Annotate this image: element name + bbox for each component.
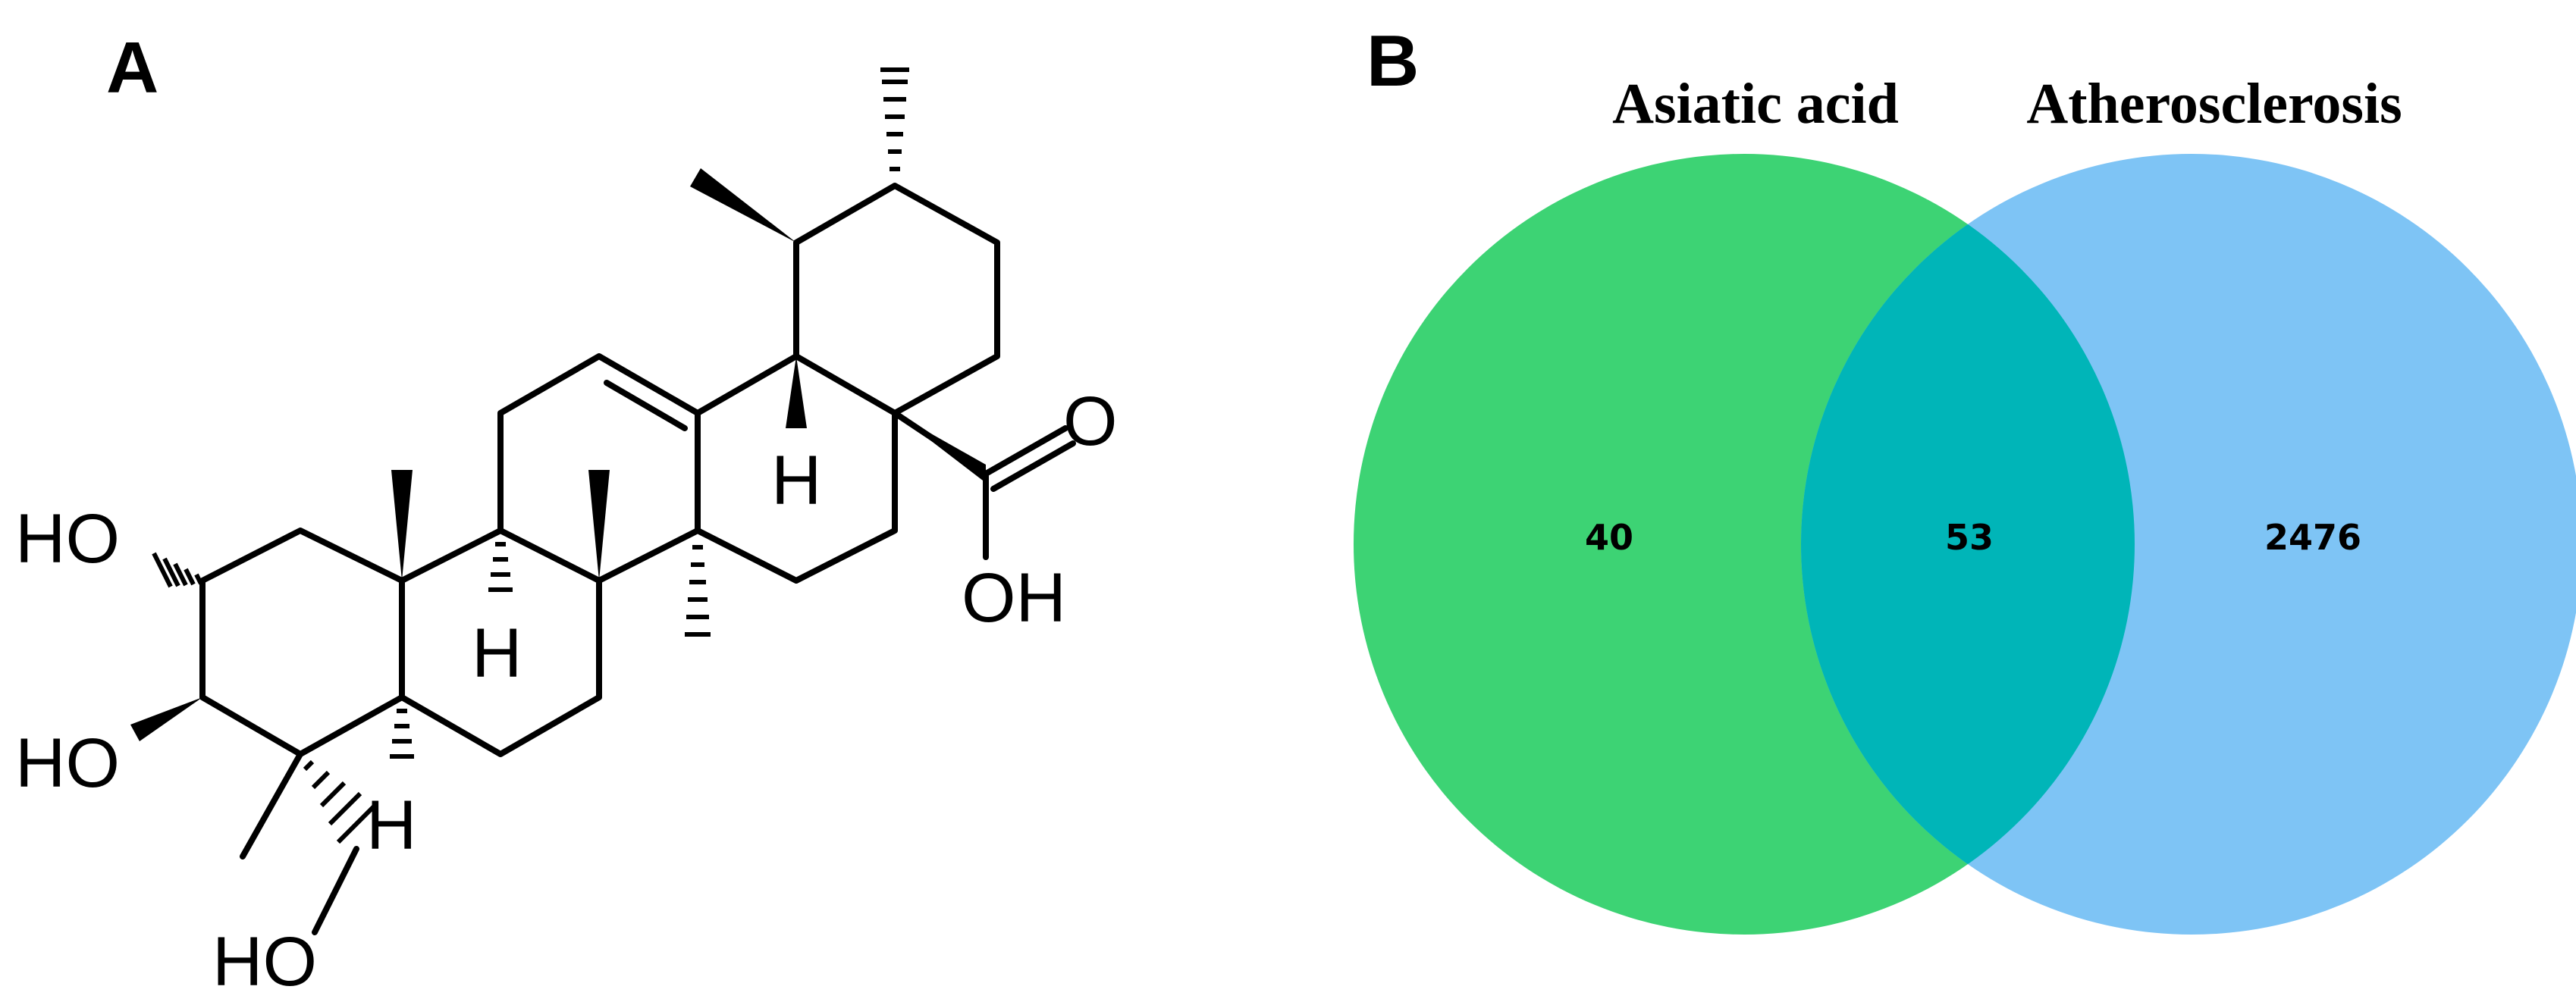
panel-a: A	[15, 27, 1118, 1000]
asiatic-acid-only-count: 40	[1585, 517, 1633, 558]
molecular-structure: HO HO HO H H H O OH	[15, 67, 1118, 1000]
c20-methyl-hash	[880, 67, 909, 171]
hydrogen-c5-label: H	[366, 787, 416, 864]
ring-d	[695, 353, 898, 584]
carbonyl-bond-2	[990, 440, 1076, 492]
c19-methyl-wedge	[690, 168, 796, 243]
hydrogen-c9-label: H	[472, 615, 522, 692]
overlap-count: 53	[1945, 517, 1994, 558]
hydroxyl-c3-label: HO	[15, 725, 120, 802]
panel-a-label: A	[106, 27, 158, 108]
c3-oh-wedge	[130, 697, 202, 741]
c18-h-wedge	[786, 356, 807, 428]
c4-methyl	[240, 751, 303, 860]
panel-b: B Asiatic acid Atherosclerosis 40 53 247…	[1354, 20, 2576, 935]
atherosclerosis-title: Atherosclerosis	[2026, 72, 2402, 136]
ring-e	[793, 183, 1000, 416]
double-bond	[604, 380, 688, 431]
c17-carboxyl-wedge	[895, 413, 986, 483]
hydroxyl-c23-label: HO	[212, 923, 317, 1000]
ring-a	[199, 528, 405, 757]
overlap-region	[1801, 154, 2135, 935]
hydroxyl-c2-label: HO	[15, 500, 120, 578]
carbonyl-oxygen-label: O	[1063, 383, 1118, 460]
carboxyl-hydroxyl-label: OH	[962, 559, 1066, 637]
c23-ch2-bond	[312, 846, 359, 935]
c2-oh-hash	[152, 552, 203, 588]
c14-methyl-hash	[685, 545, 711, 637]
atherosclerosis-only-count: 2476	[2264, 517, 2361, 558]
carbonyl-bond-1	[983, 425, 1068, 477]
panel-b-label: B	[1366, 20, 1419, 102]
c10-methyl-wedge	[391, 470, 413, 581]
ring-c	[497, 353, 701, 584]
c5-h-hash	[390, 709, 414, 759]
c8-methyl-wedge	[588, 470, 610, 581]
ring-b	[399, 528, 602, 757]
hydrogen-c18-label: H	[771, 442, 821, 519]
c23-hash	[303, 759, 378, 844]
asiatic-acid-title: Asiatic acid	[1612, 72, 1899, 136]
c9-h-hash	[488, 542, 513, 592]
